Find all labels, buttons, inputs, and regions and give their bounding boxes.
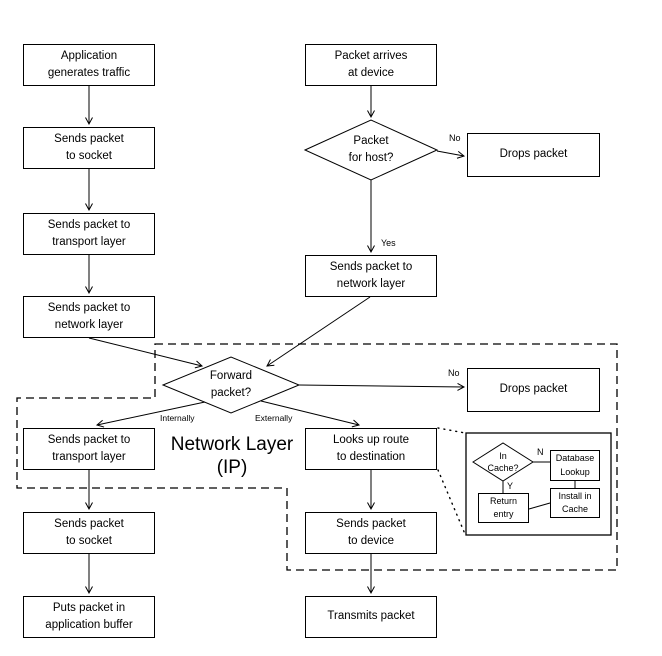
node-sends-packet-to-network-outbound: Sends packet to network layer bbox=[23, 296, 155, 338]
edge-label-no-forward: No bbox=[448, 368, 460, 378]
node-sends-packet-to-device: Sends packet to device bbox=[305, 512, 437, 554]
decision-packet-for-host bbox=[303, 119, 439, 181]
edge-label-no-top: No bbox=[449, 133, 461, 143]
edge-label-n: N bbox=[537, 447, 544, 457]
network-layer-boundary bbox=[16, 343, 618, 571]
node-return-entry: Return entry bbox=[478, 493, 529, 523]
node-drops-packet-top: Drops packet bbox=[467, 133, 600, 177]
arrow-forhost-no-drops bbox=[436, 150, 466, 159]
network-layer-title: Network Layer (IP) bbox=[170, 434, 294, 479]
node-sends-packet-to-socket-outbound: Sends packet to socket bbox=[23, 127, 155, 169]
node-sends-packet-to-network-inbound: Sends packet to network layer bbox=[305, 255, 437, 297]
edge-label-y: Y bbox=[507, 481, 514, 491]
node-puts-packet-in-application-buffer: Puts packet in application buffer bbox=[23, 596, 155, 638]
arrow-forward-no-drops bbox=[298, 382, 466, 391]
node-database-lookup: Database Lookup bbox=[550, 450, 600, 481]
node-install-in-cache: Install in Cache bbox=[550, 488, 600, 518]
edge-label-internally: Internally bbox=[160, 413, 195, 423]
edge-label-yes: Yes bbox=[381, 238, 396, 248]
node-looks-up-route: Looks up route to destination bbox=[305, 428, 437, 470]
arrow-forward-externally bbox=[260, 400, 361, 428]
callout-dotted-line-top bbox=[437, 427, 466, 434]
node-application-generates-traffic: Application generates traffic bbox=[23, 44, 155, 86]
node-sends-packet-to-socket-delivery: Sends packet to socket bbox=[23, 512, 155, 554]
callout-dotted-line-bottom bbox=[437, 469, 466, 535]
node-sends-packet-to-transport-outbound: Sends packet to transport layer bbox=[23, 213, 155, 255]
arrow-outbound-network-to-forward bbox=[88, 337, 204, 369]
edge-label-externally: Externally bbox=[255, 413, 293, 423]
node-drops-packet-forward: Drops packet bbox=[467, 368, 600, 412]
decision-forward-packet bbox=[161, 356, 301, 414]
node-packet-arrives-at-device: Packet arrives at device bbox=[305, 44, 437, 86]
node-sends-packet-to-transport-internal: Sends packet to transport layer bbox=[23, 428, 155, 470]
arrow-inbound-network-to-forward bbox=[266, 296, 371, 367]
node-transmits-packet: Transmits packet bbox=[305, 596, 437, 638]
arrow-forward-internally bbox=[95, 401, 206, 428]
line-install-to-return bbox=[528, 502, 551, 510]
